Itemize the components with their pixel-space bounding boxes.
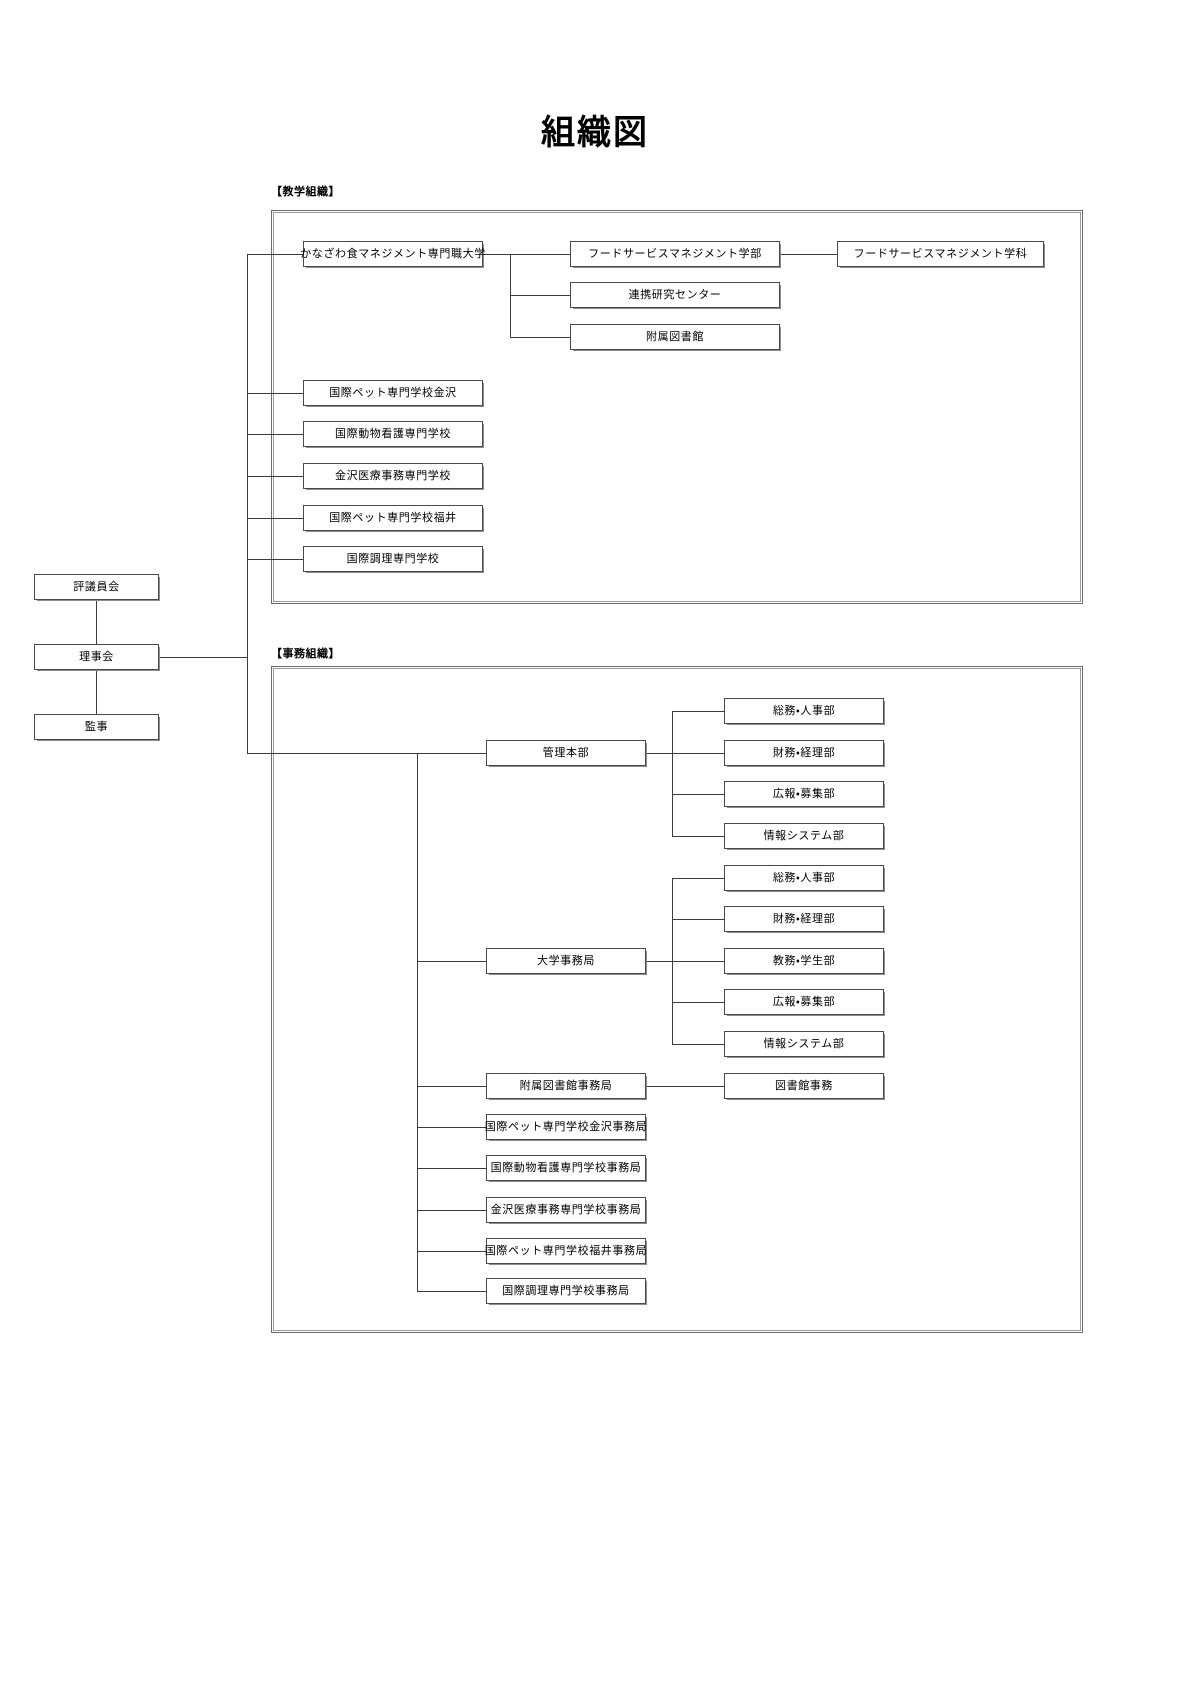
connector-management-hq-out: [646, 753, 672, 754]
connector-trunk-school-2: [247, 434, 303, 435]
connector-faculty-department: [780, 254, 837, 255]
node-office-animal-nursing[interactable]: 国際動物看護専門学校事務局: [486, 1155, 646, 1181]
node-hq-info-systems[interactable]: 情報システム部: [724, 823, 884, 849]
connector-to-research-center: [510, 295, 570, 296]
connector-hq-dept-4: [672, 836, 724, 837]
node-hq-finance[interactable]: 財務・経理部: [724, 740, 884, 766]
node-library-clerk[interactable]: 図書館事務: [724, 1073, 884, 1099]
connector-trunk-school-4: [247, 518, 303, 519]
connector-uo-dept-2: [672, 919, 724, 920]
node-school-pet-kanazawa[interactable]: 国際ペット専門学校金沢: [303, 380, 483, 406]
connector-spine-school-office-1: [417, 1127, 486, 1128]
connector-library-office-clerk: [646, 1086, 724, 1087]
connector-uo-dept-1: [672, 878, 724, 879]
node-auditors[interactable]: 監事: [34, 714, 159, 740]
trunk-vertical-main: [247, 254, 248, 754]
connector-trunk-school-1: [247, 393, 303, 394]
connector-hq-dept-3: [672, 794, 724, 795]
connector-university-out: [483, 254, 510, 255]
node-uo-finance[interactable]: 財務・経理部: [724, 906, 884, 932]
node-councillors[interactable]: 評議員会: [34, 574, 159, 600]
section-frame-academic: [271, 210, 1083, 604]
node-library[interactable]: 附属図書館: [570, 324, 780, 350]
connector-board-trunk: [159, 657, 247, 658]
connector-spine-library-office: [417, 1086, 486, 1087]
connector-spine-school-office-4: [417, 1251, 486, 1252]
connector-hq-dept-2: [672, 753, 724, 754]
connector-uo-dept-4: [672, 1002, 724, 1003]
connector-spine-management-hq: [417, 753, 486, 754]
node-office-medical[interactable]: 金沢医療事務専門学校事務局: [486, 1197, 646, 1223]
node-university[interactable]: かなざわ食マネジメント専門職大学: [300, 241, 485, 267]
connector-trunk-university: [247, 254, 303, 255]
node-uo-info-systems[interactable]: 情報システム部: [724, 1031, 884, 1057]
node-office-pet-fukui[interactable]: 国際ペット専門学校福井事務局: [485, 1238, 647, 1264]
connector-uo-dept-5: [672, 1044, 724, 1045]
connector-uo-dept-3: [672, 961, 724, 962]
node-office-cooking[interactable]: 国際調理専門学校事務局: [486, 1278, 646, 1304]
node-uo-academic-affairs[interactable]: 教務・学生部: [724, 948, 884, 974]
connector-spine-university-office: [417, 961, 486, 962]
connector-spine-school-office-3: [417, 1210, 486, 1211]
node-school-pet-fukui[interactable]: 国際ペット専門学校福井: [303, 505, 483, 531]
node-office-pet-kanazawa[interactable]: 国際ペット専門学校金沢事務局: [485, 1114, 647, 1140]
connector-hq-dept-1: [672, 711, 724, 712]
connector-university-office-out: [646, 961, 672, 962]
node-research-center[interactable]: 連携研究センター: [570, 282, 780, 308]
connector-to-library: [510, 337, 570, 338]
node-school-cooking[interactable]: 国際調理専門学校: [303, 546, 483, 572]
node-uo-pr[interactable]: 広報・募集部: [724, 989, 884, 1015]
node-uo-general-affairs[interactable]: 総務・人事部: [724, 865, 884, 891]
section-caption-academic: 【教学組織】: [271, 186, 340, 198]
connector-trunk-admin: [247, 753, 417, 754]
node-management-hq[interactable]: 管理本部: [486, 740, 646, 766]
connector-councillors-board: [96, 600, 97, 644]
section-caption-administrative: 【事務組織】: [271, 648, 340, 660]
node-faculty[interactable]: フードサービスマネジメント学部: [570, 241, 780, 267]
node-board[interactable]: 理事会: [34, 644, 159, 670]
spine-admin-vertical: [417, 753, 418, 1291]
node-library-office[interactable]: 附属図書館事務局: [486, 1073, 646, 1099]
connector-spine-school-office-5: [417, 1291, 486, 1292]
connector-trunk-school-3: [247, 476, 303, 477]
page-title: 組織図: [541, 115, 649, 152]
connector-trunk-school-5: [247, 559, 303, 560]
spine-management-hq-departments: [672, 711, 673, 836]
node-school-animal-nursing[interactable]: 国際動物看護専門学校: [303, 421, 483, 447]
connector-spine-school-office-2: [417, 1168, 486, 1169]
connector-to-faculty: [510, 254, 570, 255]
connector-board-auditors: [96, 670, 97, 714]
node-university-office[interactable]: 大学事務局: [486, 948, 646, 974]
node-department[interactable]: フードサービスマネジメント学科: [837, 241, 1044, 267]
node-hq-general-affairs[interactable]: 総務・人事部: [724, 698, 884, 724]
section-frame-administrative: [271, 666, 1083, 1333]
node-school-medical-office[interactable]: 金沢医療事務専門学校: [303, 463, 483, 489]
node-hq-pr[interactable]: 広報・募集部: [724, 781, 884, 807]
